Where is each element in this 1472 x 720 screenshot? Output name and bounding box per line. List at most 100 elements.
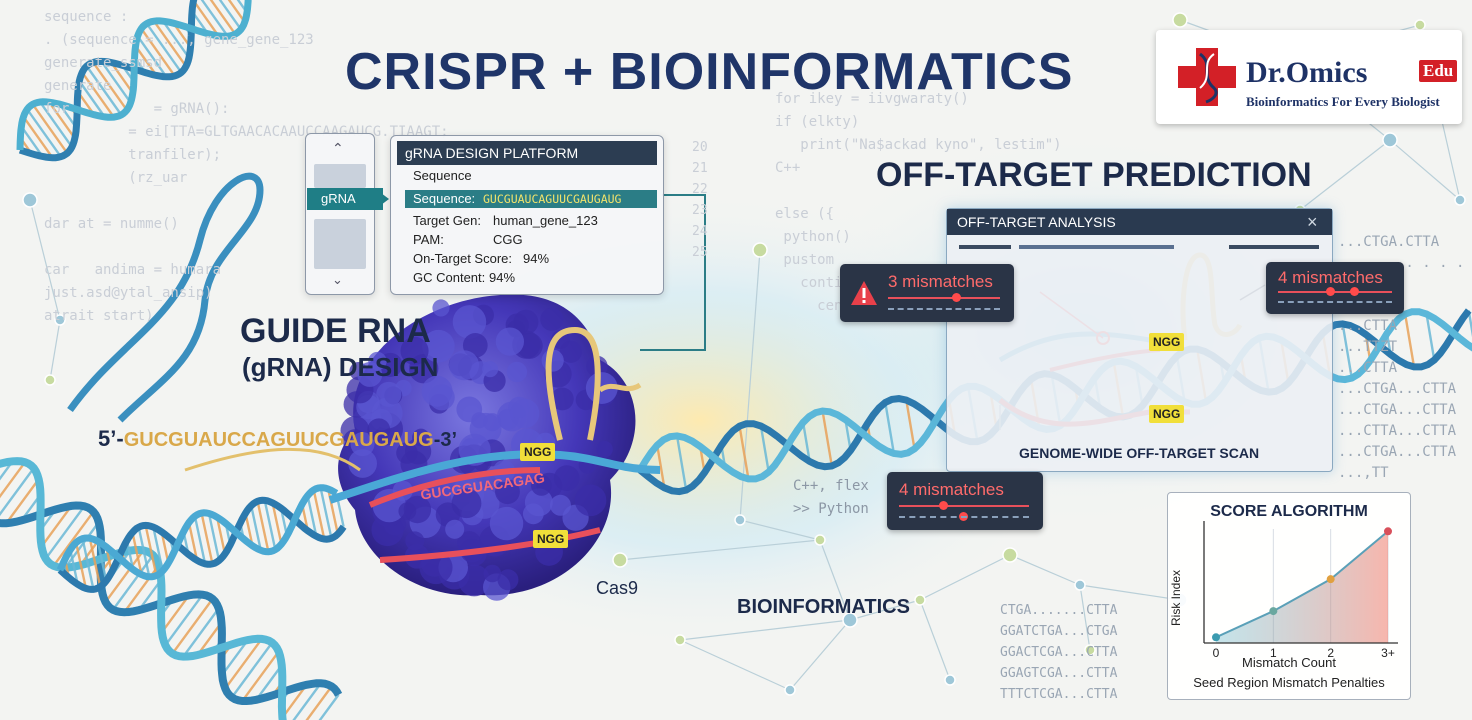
code_snippets.gutter-line: 21 bbox=[692, 161, 708, 176]
cas9-protein bbox=[338, 294, 636, 601]
main-title: CRISPR + BIOINFORMATICS bbox=[345, 43, 1074, 101]
code_snippets.left-line: car andima = humara bbox=[44, 262, 222, 278]
protein-globule bbox=[506, 361, 528, 383]
protein-globule bbox=[495, 479, 520, 505]
score-point bbox=[1384, 527, 1392, 536]
base-pair bbox=[759, 425, 770, 473]
sequence_columns.right-line: ...CTTA...CTTA bbox=[1338, 423, 1457, 439]
base-pair bbox=[1341, 323, 1353, 379]
protein-globule bbox=[348, 449, 377, 478]
base-pair bbox=[281, 684, 308, 719]
target-gene-value: human_gene_123 bbox=[493, 213, 598, 228]
base-pair bbox=[140, 27, 176, 77]
base-pair bbox=[153, 20, 187, 68]
code_snippets.middle-line: pustom bbox=[775, 252, 835, 268]
base-pair bbox=[215, 516, 227, 555]
network-node bbox=[734, 514, 746, 526]
arrow-right-icon bbox=[377, 190, 389, 208]
chevron-down-icon[interactable]: ⌄ bbox=[332, 272, 343, 287]
protein-globule bbox=[495, 327, 524, 356]
base-pair bbox=[110, 61, 134, 94]
sequence_columns.right-line: ...CTGA...CTTA bbox=[1338, 381, 1457, 397]
network-node bbox=[914, 594, 926, 606]
base-pair bbox=[22, 116, 54, 159]
base-pair bbox=[256, 501, 270, 552]
network-node bbox=[612, 552, 628, 568]
protein-globule bbox=[376, 381, 402, 407]
mismatch-badge: 4 mismatches bbox=[1266, 262, 1404, 314]
protein-globule bbox=[540, 307, 564, 331]
network-node bbox=[1172, 12, 1188, 28]
three-prime-label: -3’ bbox=[433, 429, 458, 451]
mismatch-reference bbox=[1278, 301, 1392, 303]
protein-globule bbox=[405, 531, 425, 551]
network-edge bbox=[849, 599, 921, 621]
base-pair bbox=[263, 500, 277, 550]
network-node bbox=[1074, 579, 1086, 591]
helix-backbone bbox=[18, 0, 198, 162]
network-edge bbox=[919, 599, 951, 681]
base-pair bbox=[171, 598, 214, 655]
base-pair bbox=[164, 593, 204, 647]
base-pair bbox=[905, 399, 916, 450]
network-edge bbox=[679, 619, 851, 641]
base-pair bbox=[801, 422, 811, 462]
base-pair bbox=[20, 125, 44, 158]
network-node bbox=[752, 242, 768, 258]
base-pair bbox=[39, 101, 73, 148]
protein-globule bbox=[574, 484, 607, 517]
protein-globule bbox=[445, 519, 465, 539]
chevron-up-icon[interactable]: ⌃ bbox=[332, 140, 344, 156]
base-pair bbox=[241, 650, 280, 702]
sequence_columns.bottom-line: GGACTCGA...CTTA bbox=[1000, 645, 1118, 660]
medical-cross-icon bbox=[1178, 48, 1236, 106]
dna-helix bbox=[16, 0, 252, 162]
mismatch-dot bbox=[952, 293, 961, 302]
base-pair bbox=[200, 0, 229, 37]
network-edge bbox=[789, 619, 851, 691]
code_snippets.left-line: (rz_uar bbox=[44, 170, 188, 186]
mismatch-badge: 4 mismatches bbox=[887, 472, 1043, 530]
code_snippets.gutter-line: 20 bbox=[692, 140, 708, 155]
grna-row-label: GC Content: bbox=[413, 270, 486, 285]
x-tick-label: 1 bbox=[1270, 646, 1277, 660]
grna-row-label: PAM: bbox=[413, 232, 444, 247]
side-menu-selected[interactable]: gRNA bbox=[307, 188, 383, 210]
base-pair bbox=[675, 435, 688, 491]
base-pair bbox=[221, 639, 249, 676]
grna-section-title-line1: GUIDE RNA bbox=[240, 312, 431, 350]
base-pair bbox=[0, 467, 35, 517]
code_snippets.left-line: just.asd@ytal_ansip) bbox=[44, 285, 213, 301]
base-pair bbox=[145, 22, 183, 74]
logo-edu-badge: Edu bbox=[1419, 60, 1458, 82]
base-pair bbox=[96, 540, 108, 582]
on-target-score-value: 94% bbox=[523, 251, 550, 266]
protein-globule bbox=[432, 299, 450, 317]
code_snippets.middle-line: print("Na$ackad kyno", lestim") bbox=[775, 137, 1062, 153]
base-pair bbox=[306, 495, 318, 537]
grna-section-title-line2: (gRNA) DESIGN bbox=[242, 352, 439, 382]
score-point bbox=[1326, 575, 1335, 584]
protein-globule bbox=[357, 361, 383, 387]
base-pair bbox=[40, 505, 73, 548]
base-pair bbox=[230, 641, 274, 699]
helix-backbone bbox=[0, 501, 343, 705]
sequence_columns.bottom-line: CTGA.......CTTA bbox=[1000, 603, 1118, 618]
network-node bbox=[814, 534, 826, 546]
mismatch-badge: 3 mismatches bbox=[840, 264, 1014, 322]
helix-backbone bbox=[16, 0, 252, 151]
side-menu-item[interactable] bbox=[314, 164, 366, 188]
network-node bbox=[54, 314, 66, 326]
code_snippets.left-line: dar at = numme() bbox=[44, 216, 179, 232]
base-pair bbox=[78, 80, 106, 118]
base-pair bbox=[884, 402, 896, 454]
cas9-label: Cas9 bbox=[596, 578, 639, 598]
base-pair bbox=[182, 607, 220, 658]
side-menu-item[interactable] bbox=[314, 219, 366, 269]
base-pair bbox=[821, 410, 834, 467]
dna-helix bbox=[0, 457, 343, 720]
network-edge bbox=[49, 319, 61, 381]
code_snippets.gutter-line: 23 bbox=[692, 203, 708, 218]
grna-strand-sequence: 5’-GUCGUAUCCAGUUCGAUGAUG-3’ bbox=[98, 426, 457, 452]
close-icon[interactable]: × bbox=[1307, 212, 1318, 232]
